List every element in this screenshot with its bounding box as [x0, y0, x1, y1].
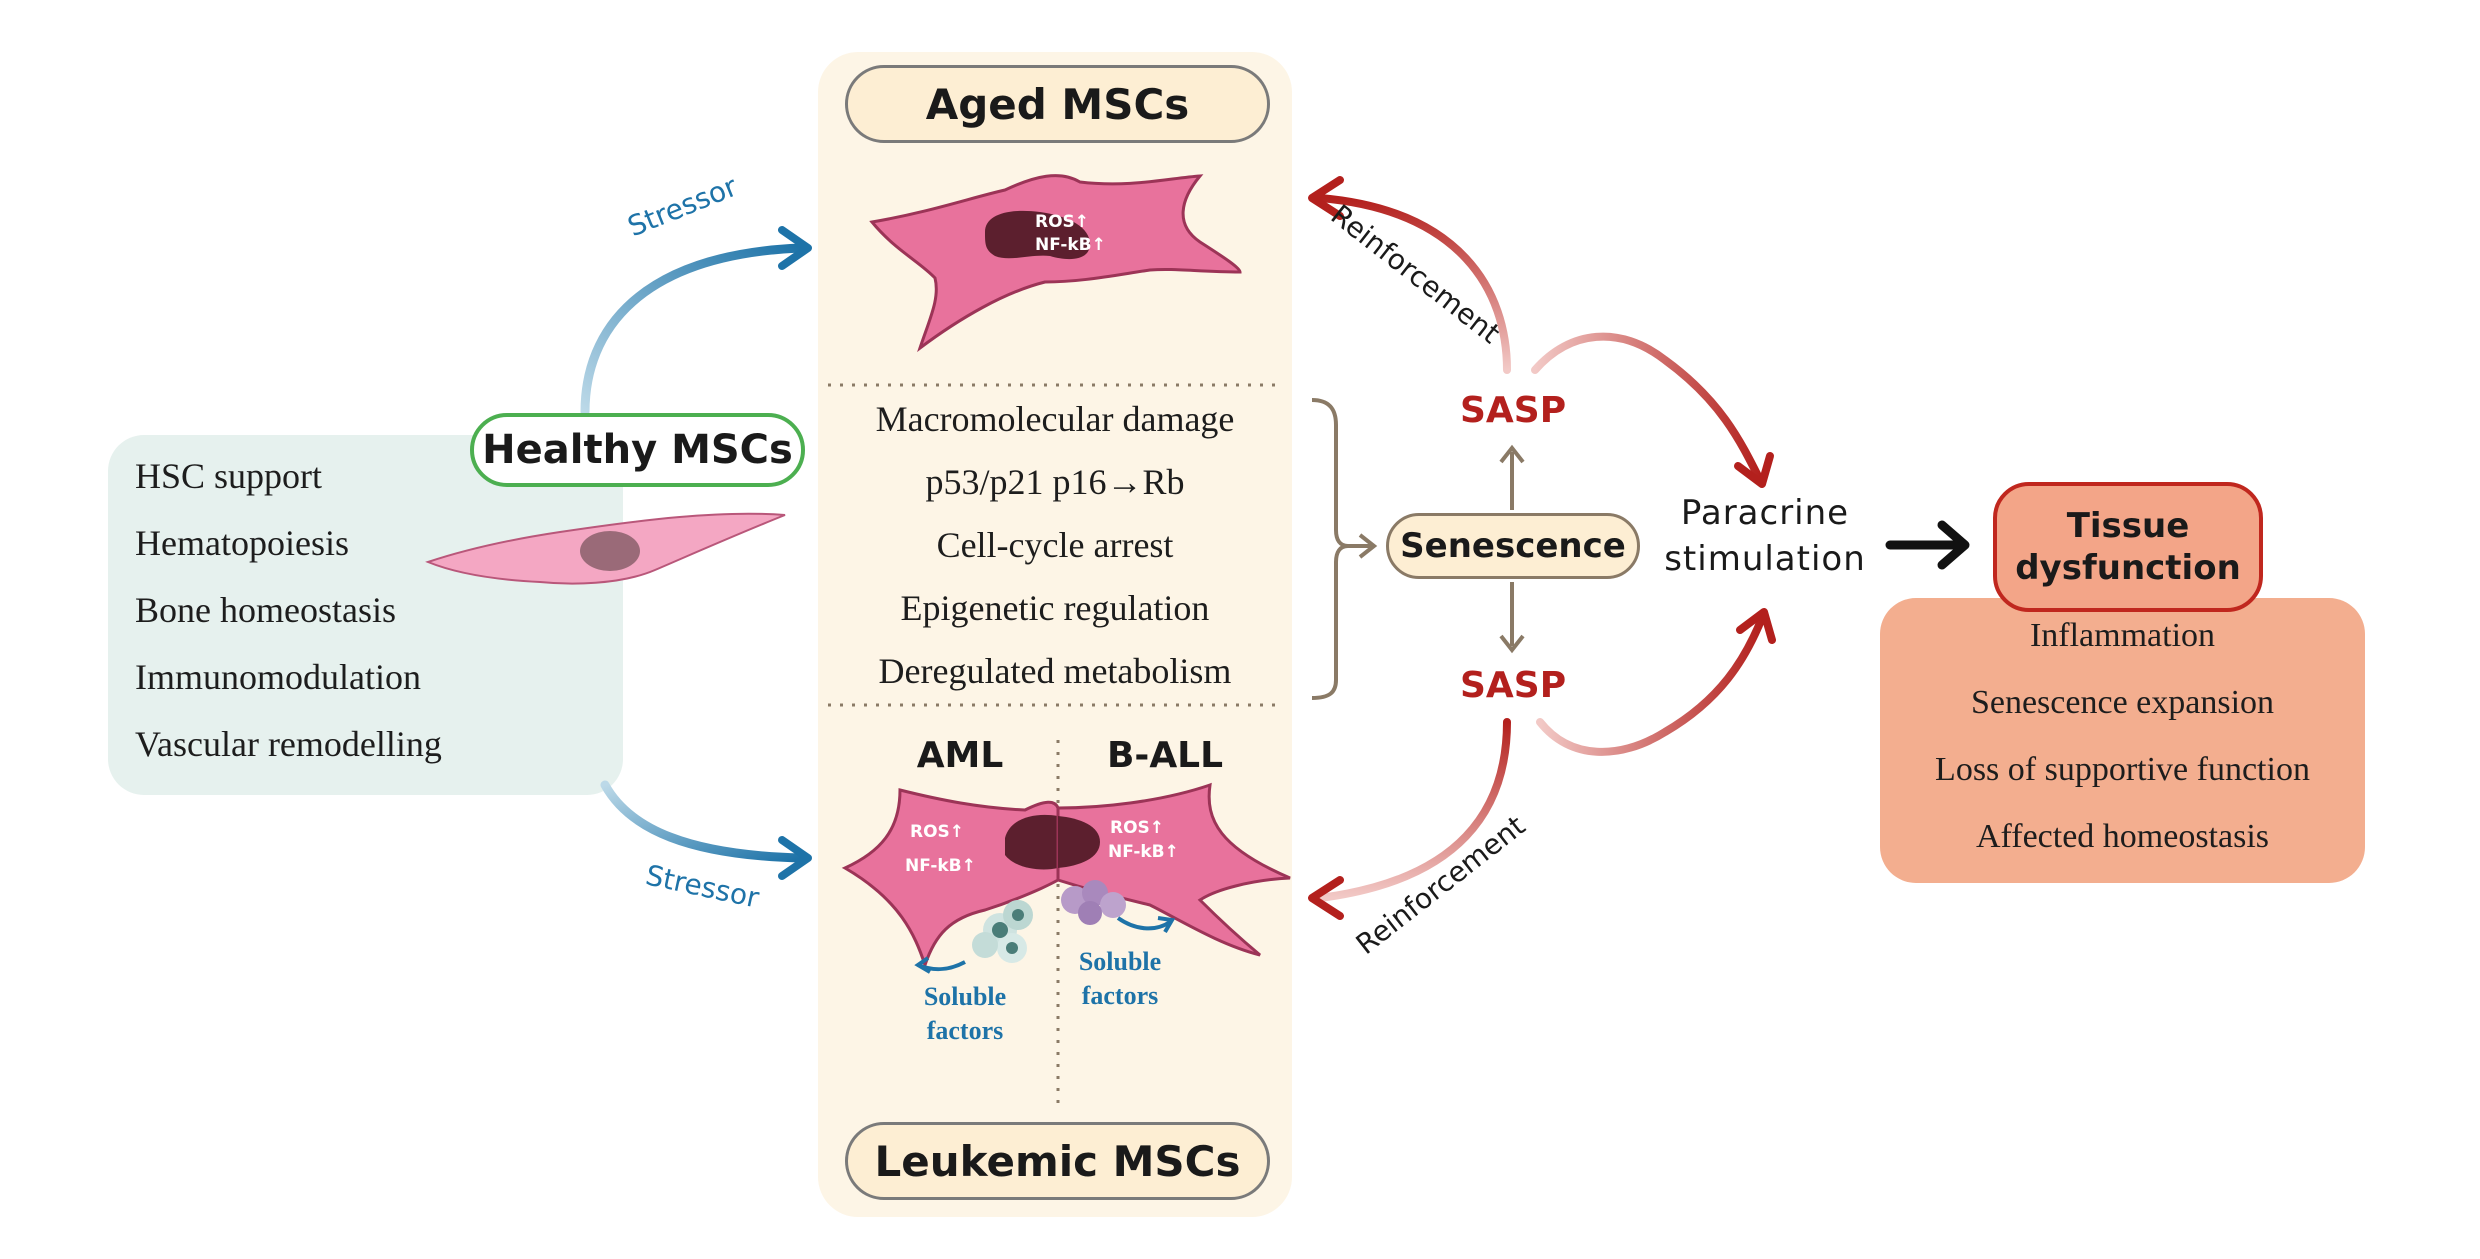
healthy-cell-nucleus — [580, 531, 640, 571]
aml-label: AML — [916, 735, 1004, 776]
bracket-arrowhead — [1358, 533, 1378, 559]
ball-blast-cluster — [1061, 880, 1126, 925]
aged-cell-nucleus — [985, 210, 1090, 260]
healthy-functions-panel — [108, 435, 623, 795]
healthy-function-item: Vascular remodelling — [135, 724, 442, 764]
stressor-arrowhead-aged — [778, 226, 812, 270]
healthy-mscs-title: Healthy MSCs — [470, 413, 805, 487]
aged-cell — [869, 174, 1242, 353]
mechanism-item: Cell-cycle arrest — [936, 525, 1174, 565]
mechanism-item: p53/p21 p16→Rb — [925, 462, 1185, 502]
lower-reinforcement-arrow — [1316, 718, 1511, 902]
tissue-dysfunction-title: Tissue dysfunction — [1993, 482, 2263, 612]
lower-reinforcement-arrowhead — [1308, 876, 1344, 920]
lower-paracrine-arrow — [1536, 614, 1766, 756]
ball-cell — [1056, 782, 1291, 957]
upper-reinforcement-arrowhead — [1308, 176, 1344, 220]
tissue-effect-item: Affected homeostasis — [1975, 818, 2270, 855]
tissue-effects-panel — [1880, 598, 2365, 883]
aml-blast-cluster — [972, 900, 1033, 963]
ball-soluble-arrowhead — [1157, 916, 1176, 934]
healthy-function-item: Hematopoiesis — [135, 523, 349, 563]
aml-soluble-factors-label: Soluble factors — [923, 982, 1007, 1045]
aged-nfkb-marker: NF-kB↑ — [1035, 235, 1106, 255]
upper-sasp-arrowhead — [1499, 444, 1525, 464]
aml-soluble-arrowhead — [914, 956, 932, 974]
lower-sasp-arrowhead — [1499, 634, 1525, 654]
paracrine-stimulation-label: Paracrine stimulation — [1664, 493, 1866, 579]
healthy-function-item: HSC support — [135, 456, 323, 496]
aml-cell — [841, 788, 1060, 970]
aml-ros-marker: ROS↑ — [910, 822, 965, 842]
ball-soluble-arrow — [1116, 916, 1172, 931]
ball-label: B-ALL — [1106, 735, 1224, 776]
stressor-arrowhead-leukemic — [778, 836, 812, 880]
sasp-label-lower: SASP — [1460, 665, 1567, 706]
upper-paracrine-arrowhead — [1734, 452, 1774, 488]
mechanism-item: Epigenetic regulation — [900, 588, 1210, 628]
ball-ros-marker: ROS↑ — [1110, 818, 1165, 838]
mechanism-item: Macromolecular damage — [875, 399, 1235, 439]
sasp-label-upper: SASP — [1460, 390, 1567, 431]
ball-soluble-factors-label: Soluble factors — [1078, 947, 1162, 1010]
ball-nucleus — [1058, 816, 1100, 868]
mechanisms-bracket — [1311, 398, 1349, 700]
healthy-function-item: Immunomodulation — [135, 657, 421, 697]
lower-paracrine-arrowhead — [1736, 608, 1776, 644]
tissue-effect-item: Inflammation — [2029, 617, 2216, 654]
healthy-function-item: Bone homeostasis — [135, 590, 396, 630]
ball-nfkb-marker: NF-kB↑ — [1108, 842, 1179, 862]
aml-nfkb-marker: NF-kB↑ — [905, 856, 976, 876]
mechanism-item: Deregulated metabolism — [878, 651, 1232, 691]
senescence-node: Senescence — [1386, 513, 1640, 579]
aml-nucleus — [1005, 814, 1058, 870]
leukemic-mscs-title: Leukemic MSCs — [845, 1122, 1270, 1200]
upper-reinforcement-arrow — [1316, 194, 1511, 374]
paracrine-to-tissue-arrowhead — [1937, 520, 1970, 570]
upper-paracrine-arrow — [1531, 332, 1764, 484]
tissue-effect-item: Senescence expansion — [1970, 684, 2275, 721]
stressor-arrow-to-leukemic — [600, 780, 805, 863]
tissue-effect-item: Loss of supportive function — [1935, 751, 2310, 788]
stressor-arrow-to-aged — [580, 243, 805, 417]
aged-mscs-title: Aged MSCs — [845, 65, 1270, 143]
aged-ros-marker: ROS↑ — [1035, 212, 1090, 232]
